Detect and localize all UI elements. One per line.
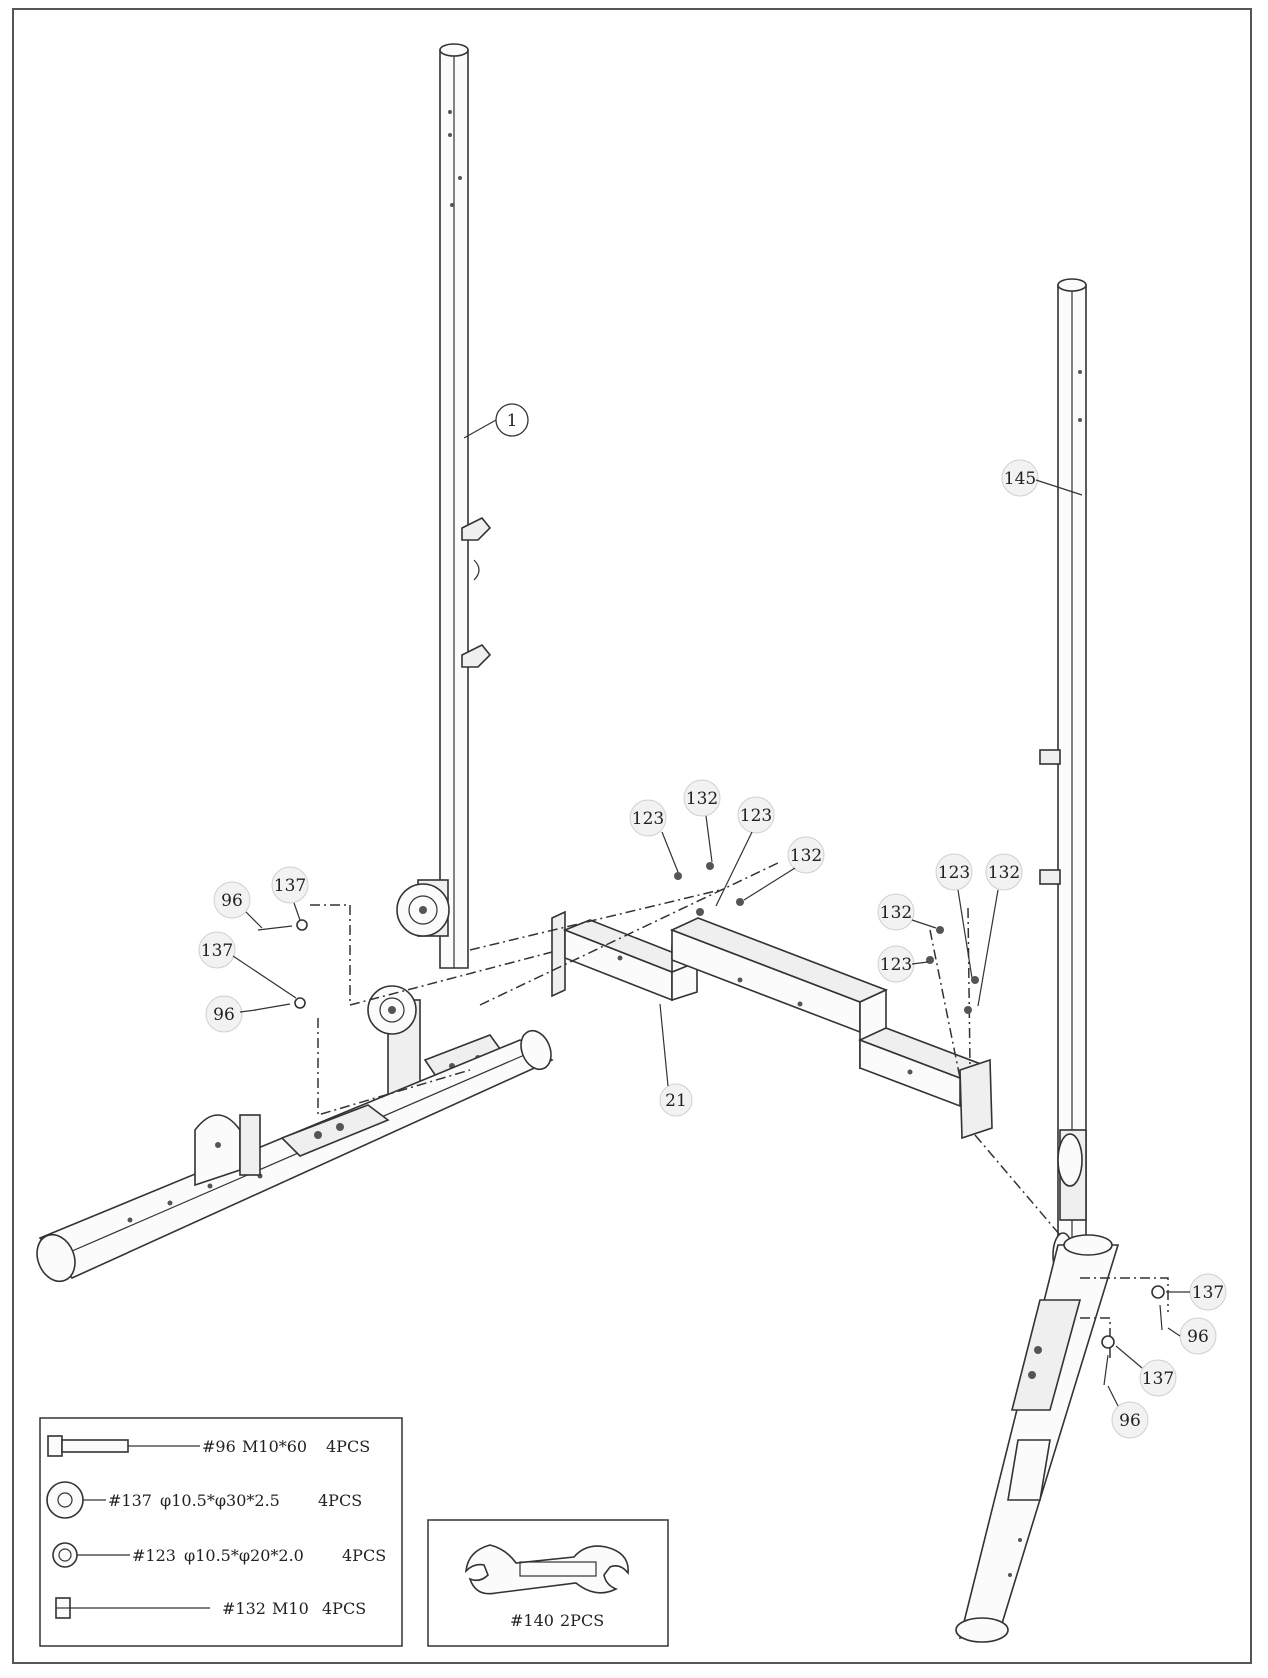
- svg-text:123: 123: [632, 809, 664, 829]
- legend-96-spec: M10*60: [242, 1437, 307, 1456]
- bolt-icon: [47, 1435, 200, 1457]
- svg-text:123: 123: [938, 863, 970, 883]
- large-washer-icon: [46, 1481, 106, 1519]
- legend-137-part: #137: [108, 1491, 152, 1510]
- callout-132-right: 132: [877, 893, 937, 931]
- callout-1: 1: [463, 403, 529, 439]
- svg-text:132: 132: [790, 846, 822, 866]
- callout-1-text: 1: [507, 411, 518, 431]
- tool-box: #140 2PCS: [427, 1519, 669, 1647]
- callout-137-lower-left: 137: [198, 931, 297, 999]
- right-upright-post: [1039, 278, 1087, 1251]
- callout-145: 145: [1001, 459, 1083, 497]
- svg-text:132: 132: [880, 903, 912, 923]
- callout-96-lower-left: 96: [205, 995, 257, 1033]
- legend-123-part: #123: [132, 1546, 176, 1565]
- svg-text:132: 132: [686, 789, 718, 809]
- svg-text:96: 96: [1119, 1411, 1141, 1431]
- svg-text:123: 123: [880, 955, 912, 975]
- callout-132-right-top: 132: [977, 853, 1023, 1007]
- svg-text:137: 137: [274, 876, 306, 896]
- svg-text:137: 137: [201, 941, 233, 961]
- small-washer-icon: [52, 1542, 130, 1568]
- callout-132-top-left: 132: [683, 779, 721, 863]
- legend-123-qty: 4PCS: [342, 1546, 386, 1565]
- legend-137-qty: 4PCS: [318, 1491, 362, 1510]
- callout-123-right: 123: [877, 945, 929, 983]
- legend-132-spec: M10: [272, 1599, 309, 1618]
- svg-text:96: 96: [213, 1005, 235, 1025]
- left-upper-pulley: [396, 879, 450, 937]
- left-lower-pulley: [367, 985, 421, 1096]
- legend-96-part: #96: [202, 1437, 236, 1456]
- left-upright-post: [439, 43, 492, 969]
- legend-row-123: #123 φ10.5*φ20*2.0 4PCS: [52, 1542, 386, 1568]
- left-rear-pulley-bracket: [194, 1114, 261, 1187]
- legend-row-137: #137 φ10.5*φ30*2.5 4PCS: [46, 1481, 362, 1519]
- svg-text:137: 137: [1192, 1283, 1224, 1303]
- right-base-tube: [955, 1234, 1120, 1643]
- tool-part: #140: [510, 1611, 554, 1630]
- callout-145-text: 145: [1004, 469, 1036, 489]
- callout-96-lower-right-b: 96: [1107, 1385, 1149, 1439]
- tool-qty: 2PCS: [560, 1611, 604, 1630]
- left-base-tube: [36, 1029, 554, 1283]
- callout-123-right-top: 123: [935, 853, 973, 979]
- callout-132-top-mid: 132: [743, 836, 825, 901]
- legend-row-132: #132 M10 4PCS: [55, 1597, 366, 1619]
- assembly-dashed-lines: [310, 861, 1169, 1360]
- svg-text:137: 137: [1142, 1369, 1174, 1389]
- callout-123-top-left: 123: [629, 799, 679, 873]
- callout-137-lower-right-b: 137: [1115, 1345, 1177, 1397]
- legend-123-spec: φ10.5*φ20*2.0: [184, 1546, 304, 1565]
- callout-137-lower-right-a: 137: [1166, 1273, 1227, 1311]
- callout-21: 21: [659, 1003, 693, 1117]
- callout-96-upper-left: 96: [213, 881, 263, 929]
- svg-text:96: 96: [1187, 1327, 1209, 1347]
- nut-icon: [55, 1597, 210, 1619]
- legend-132-qty: 4PCS: [322, 1599, 366, 1618]
- fastener-sketches: [254, 862, 1165, 1386]
- page-border: [12, 8, 1252, 1664]
- svg-text:123: 123: [740, 806, 772, 826]
- svg-text:132: 132: [988, 863, 1020, 883]
- callout-21-text: 21: [665, 1091, 687, 1111]
- legend-132-part: #132: [222, 1599, 266, 1618]
- svg-text:96: 96: [221, 891, 243, 911]
- legend-96-qty: 4PCS: [326, 1437, 370, 1456]
- left-tube-mount-plate: [280, 1104, 390, 1157]
- cross-member: [551, 910, 993, 1140]
- legend-row-96: #96 M10*60 4PCS: [47, 1435, 370, 1457]
- callout-137-upper-left: 137: [271, 866, 309, 921]
- wrench-icon: [464, 1544, 629, 1595]
- callout-123-top-mid: 123: [715, 796, 775, 907]
- callout-96-lower-right-a: 96: [1167, 1317, 1217, 1355]
- legend-137-spec: φ10.5*φ30*2.5: [160, 1491, 280, 1510]
- hardware-legend-box: #96 M10*60 4PCS #137 φ10.5*φ30*2.5 4PCS: [39, 1417, 403, 1647]
